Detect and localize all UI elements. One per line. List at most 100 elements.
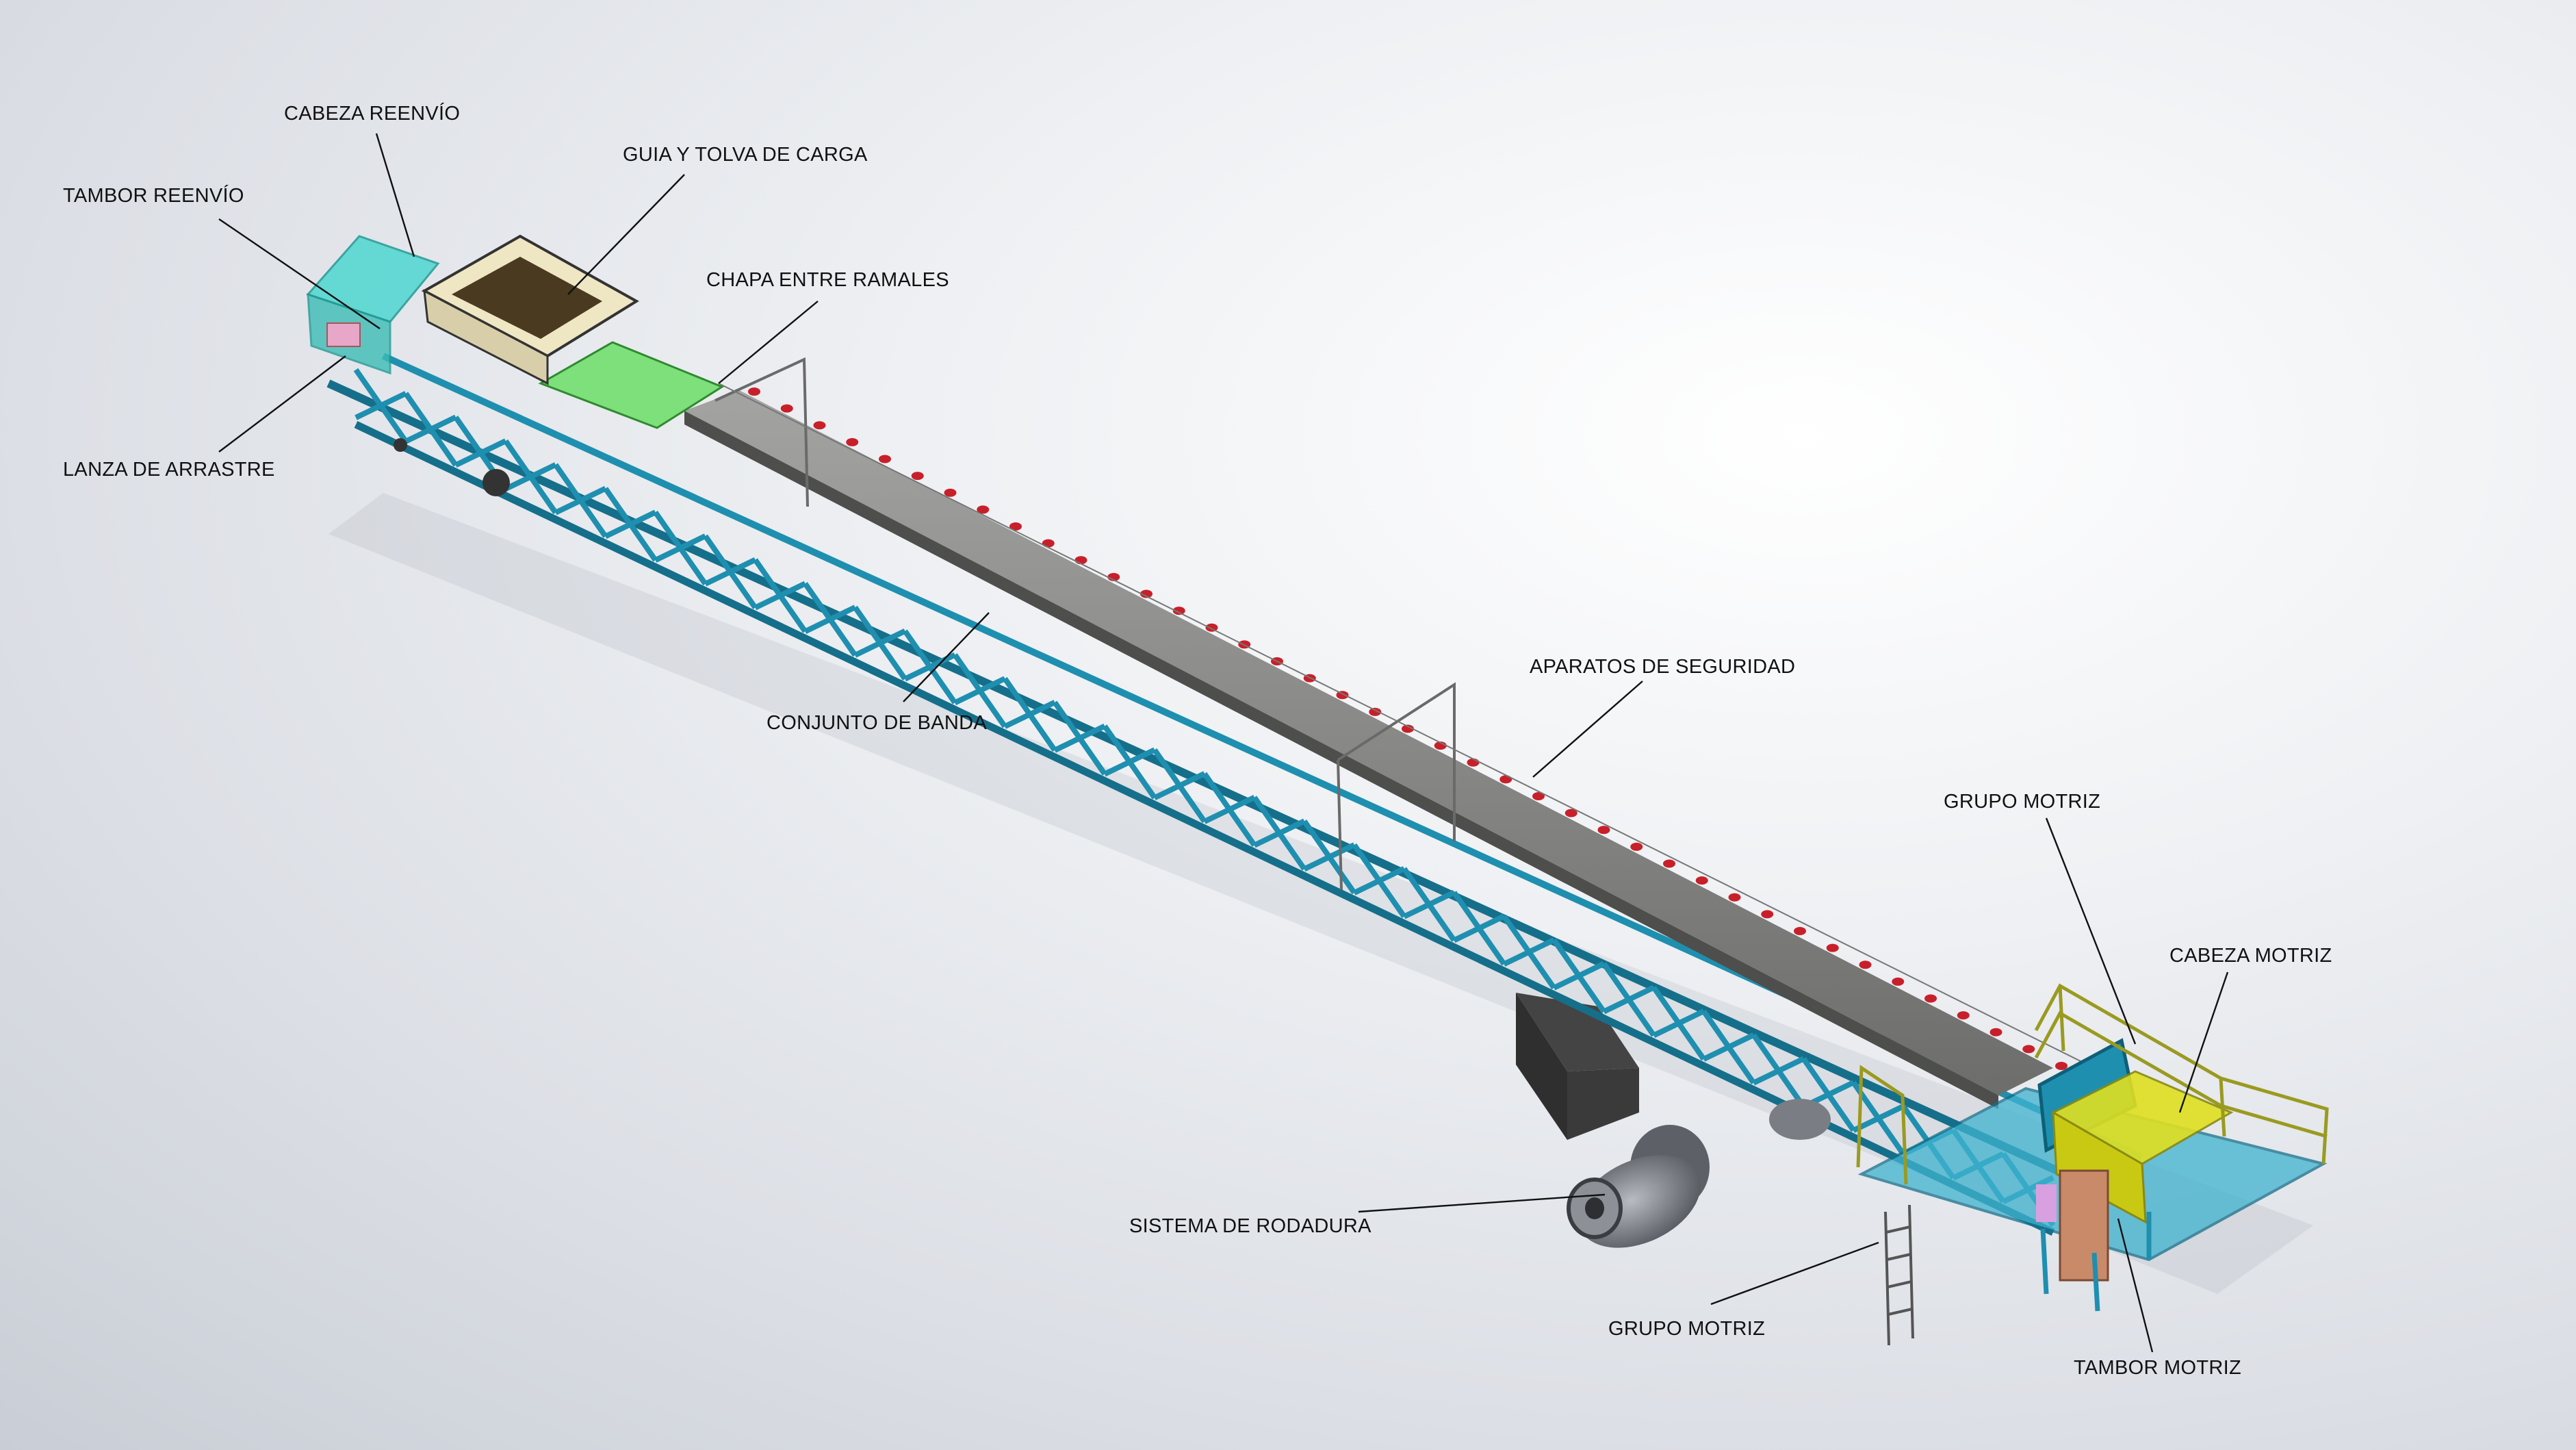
control-cabinet bbox=[2059, 1169, 2109, 1282]
idler-roller bbox=[1761, 910, 1774, 919]
truss-diagonal bbox=[1103, 747, 1156, 777]
idler-roller bbox=[1172, 607, 1185, 615]
idler-roller bbox=[813, 421, 826, 430]
platform-legs bbox=[2040, 1212, 2152, 1312]
label-chapa-ramales: CHAPA ENTRE RAMALES bbox=[706, 269, 949, 291]
truss-diagonal bbox=[1003, 700, 1056, 729]
truss-diagonal bbox=[355, 391, 407, 420]
label-grupo-motriz-top: GRUPO MOTRIZ bbox=[1944, 791, 2101, 813]
truss-diagonal bbox=[1652, 1008, 1705, 1038]
leader-aparatos-seguridad bbox=[1532, 681, 1643, 778]
idler-roller bbox=[1826, 943, 1839, 952]
truss-diagonal bbox=[1053, 723, 1106, 753]
idler-roller bbox=[977, 505, 990, 514]
idler-roller bbox=[2055, 1062, 2068, 1070]
idler-roller bbox=[1564, 809, 1577, 817]
leader-lanza-arrastre bbox=[218, 355, 346, 453]
belt-edge bbox=[684, 411, 1998, 1109]
label-grupo-motriz-bottom: GRUPO MOTRIZ bbox=[1608, 1318, 1766, 1340]
plate-between-strands bbox=[538, 341, 725, 429]
idler-roller bbox=[1794, 927, 1806, 935]
idler-roller bbox=[1695, 876, 1708, 885]
idler-roller bbox=[846, 437, 859, 446]
idler-roller bbox=[1989, 1028, 2002, 1036]
leader-grupo-motriz-top bbox=[2045, 817, 2137, 1045]
idler-roller bbox=[1369, 707, 1382, 716]
truss-diagonal bbox=[1353, 866, 1406, 895]
truss-diagonal bbox=[604, 509, 657, 539]
idler-roller bbox=[1924, 994, 1937, 1003]
truss-diagonal bbox=[1852, 1104, 1905, 1133]
idler-roller bbox=[1532, 792, 1545, 800]
leader-tambor-reenvio bbox=[218, 218, 381, 329]
truss-diagonal bbox=[953, 676, 1006, 706]
ground-shadow bbox=[329, 493, 2313, 1294]
safety-railing bbox=[1856, 983, 2329, 1185]
truss-diagonal bbox=[1702, 1032, 1755, 1062]
idler-roller bbox=[748, 387, 760, 396]
idler-roller bbox=[944, 488, 957, 497]
leader-sistema-rodadura bbox=[1358, 1193, 1606, 1213]
truss-diagonal bbox=[1303, 842, 1356, 872]
idler-roller bbox=[1042, 539, 1055, 548]
truss-diagonal bbox=[504, 462, 557, 492]
label-cabeza-motriz: CABEZA MOTRIZ bbox=[2169, 945, 2332, 967]
label-tambor-motriz: TAMBOR MOTRIZ bbox=[2074, 1357, 2242, 1379]
truss-diagonal bbox=[903, 652, 957, 682]
leader-cabeza-motriz bbox=[2178, 971, 2229, 1113]
label-sistema-rodadura: SISTEMA DE RODADURA bbox=[1129, 1215, 1371, 1237]
label-conjunto-banda: CONJUNTO DE BANDA bbox=[767, 712, 987, 734]
idler-roller bbox=[1728, 893, 1741, 902]
idler-roller bbox=[1140, 589, 1152, 598]
idler-roller bbox=[1630, 842, 1643, 851]
idler-roller bbox=[1859, 961, 1872, 969]
truss-diagonal bbox=[1253, 818, 1306, 848]
truss-diagonal bbox=[404, 414, 457, 444]
label-aparatos-seguridad: APARATOS DE SEGURIDAD bbox=[1530, 656, 1796, 678]
truss-diagonal bbox=[1502, 937, 1556, 967]
idler-roller bbox=[1892, 977, 1905, 986]
truss-diagonal bbox=[1752, 1056, 1805, 1086]
truss-diagonal bbox=[1203, 795, 1256, 824]
label-lanza-arrastre: LANZA DE ARRASTRE bbox=[63, 459, 275, 481]
truss-diagonal bbox=[1153, 771, 1206, 800]
truss-diagonal bbox=[654, 533, 707, 563]
leader-tambor-motriz bbox=[2117, 1218, 2154, 1353]
idler-roller bbox=[1009, 522, 1022, 531]
truss-diagonal bbox=[853, 628, 907, 658]
leader-conjunto-banda bbox=[903, 612, 990, 702]
idler-roller bbox=[1957, 1011, 1970, 1020]
belt-assembly bbox=[684, 387, 2068, 1109]
idler-roller bbox=[1402, 724, 1414, 733]
idler-roller bbox=[1663, 859, 1675, 868]
leader-grupo-motriz-bottom bbox=[1710, 1241, 1879, 1306]
truss-diagonal bbox=[704, 557, 757, 587]
idler-roller bbox=[1597, 826, 1610, 835]
truss-diagonal bbox=[554, 485, 607, 516]
belt-surface bbox=[684, 390, 2053, 1095]
leader-cabeza-reenvio bbox=[375, 133, 415, 257]
idler-roller bbox=[2022, 1045, 2035, 1054]
truss-diagonal bbox=[754, 581, 807, 611]
idler-roller bbox=[1499, 775, 1512, 784]
wheel-support-box bbox=[1516, 993, 1639, 1140]
truss-diagonal bbox=[1552, 961, 1606, 991]
leader-guia-tolva bbox=[567, 174, 685, 295]
truss-diagonal bbox=[803, 605, 857, 634]
truss-diagonal bbox=[1403, 889, 1456, 919]
leader-chapa-ramales bbox=[718, 301, 819, 384]
truss-diagonal bbox=[1452, 913, 1506, 943]
truss-diagonal bbox=[454, 438, 507, 468]
label-cabeza-reenvio: CABEZA REENVÍO bbox=[284, 103, 461, 125]
travel-wheels bbox=[1567, 1099, 1831, 1248]
idler-roller bbox=[911, 472, 924, 481]
idler-roller bbox=[780, 404, 793, 413]
label-tambor-reenvio: TAMBOR REENVÍO bbox=[63, 185, 244, 207]
leader-lines bbox=[218, 133, 2229, 1353]
truss-diagonal bbox=[1602, 984, 1656, 1015]
access-ladder bbox=[1884, 1204, 1914, 1346]
label-guia-tolva: GUIA Y TOLVA DE CARGA bbox=[623, 144, 868, 166]
tail-wheel bbox=[482, 469, 510, 496]
